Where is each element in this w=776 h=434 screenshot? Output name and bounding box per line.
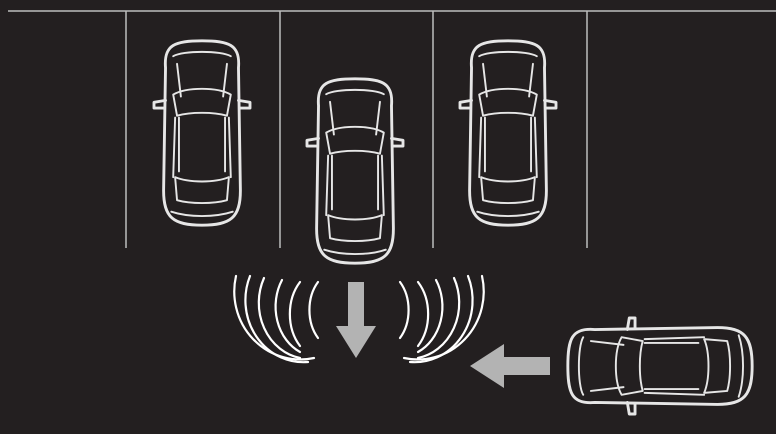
background (0, 0, 776, 434)
rear-cross-traffic-diagram (0, 0, 776, 434)
